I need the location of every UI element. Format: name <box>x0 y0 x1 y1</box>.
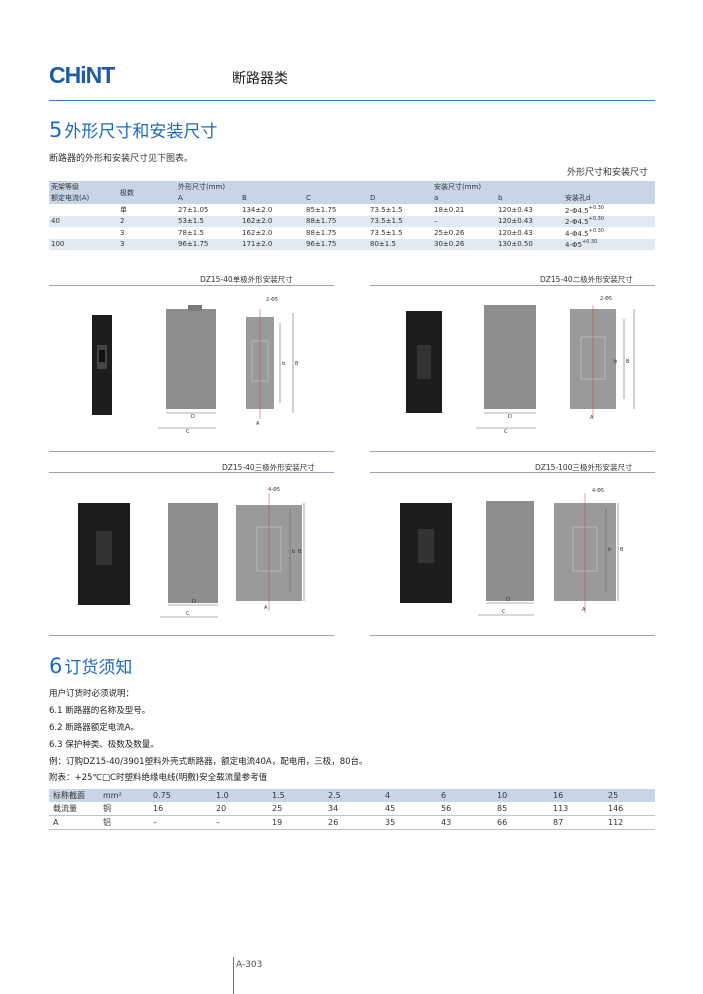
th-poles: 极数 <box>118 181 176 204</box>
table-row: A 铝 – – 19 26 35 43 66 87 112 <box>49 815 655 830</box>
svg-text:B: B <box>298 549 302 555</box>
section-6-heading: 订货须知 <box>64 658 133 678</box>
section-5-heading: 外形尺寸和安装尺寸 <box>64 122 218 142</box>
order-line: 6.3 保护种类、极数及数量。 <box>49 740 159 750</box>
th-frame-grade: 壳架等级 <box>49 181 118 193</box>
side-view-1p <box>166 309 216 409</box>
svg-text:A: A <box>590 415 594 421</box>
figure-caption-100-3p: DZ15-100三极外形安装尺寸 <box>535 463 633 472</box>
svg-text:B: B <box>626 359 630 365</box>
th-col-d: 安装孔d <box>563 192 655 204</box>
svg-text:B: B <box>295 361 299 367</box>
svg-text:b: b <box>614 359 617 365</box>
order-line: 6.2 断路器额定电流A。 <box>49 723 140 733</box>
side-view-2p <box>484 305 536 409</box>
th-col-A: A <box>176 192 240 204</box>
header-divider <box>49 100 655 101</box>
page-marker <box>233 957 234 994</box>
drawing-1p: 2-Φ5 b B D C A <box>92 297 299 435</box>
figure-rule <box>370 451 655 452</box>
svg-text:D: D <box>506 597 510 603</box>
table-row: 标称截面 mm² 0.75 1.0 1.5 2.5 4 6 10 16 25 <box>49 789 655 802</box>
figure-rule <box>370 285 655 286</box>
figure-caption-1p: DZ15-40单极外形安装尺寸 <box>200 275 293 284</box>
svg-text:C: C <box>186 429 190 435</box>
table-row: 单 27±1.05 134±2.0 85±1.75 73.5±1.5 18±0.… <box>120 204 604 215</box>
chint-logo: CHiNT <box>49 62 115 88</box>
drawing-3p: 4-Φ5 b B D C A <box>78 487 305 618</box>
hole-label-3p: 4-Φ5 <box>268 487 280 493</box>
th-col-D: D <box>368 192 432 204</box>
order-line: 6.1 断路器的名称及型号。 <box>49 706 151 716</box>
section-6-number: 6 <box>49 654 63 678</box>
figure-rule <box>49 635 334 636</box>
svg-text:b: b <box>292 549 295 555</box>
th-rated-current: 额定电流(A) <box>49 192 118 204</box>
order-example: 例：订购DZ15-40/3901塑料外壳式断路器，额定电流40A，配电用，三极，… <box>49 757 368 767</box>
order-line: 用户订货时必须说明： <box>49 689 135 699</box>
table-row: 3 78±1.5 162±2.0 88±1.75 73.5±1.5 25±0.2… <box>120 227 604 238</box>
table-row: 载流量 铜 16 20 25 34 45 56 85 113 146 <box>49 802 655 816</box>
figure-caption-2p: DZ15-40二极外形安装尺寸 <box>540 275 633 284</box>
th-col-b: b <box>496 192 563 204</box>
th-mount: 安装尺寸(mm) <box>432 181 655 193</box>
drawing-2p: 2-Φ5 b B D C A <box>406 296 635 435</box>
side-view-3p <box>168 503 218 603</box>
figure-caption-3p: DZ15-40三极外形安装尺寸 <box>222 463 315 472</box>
page-number: A-303 <box>236 960 263 970</box>
table-row: 100 3 96±1.75 171±2.0 96±1.75 80±1.5 30±… <box>49 238 655 250</box>
figure-rule <box>49 472 334 473</box>
section-5-intro: 断路器的外形和安装尺寸见下图表。 <box>49 154 194 164</box>
svg-text:A: A <box>264 605 268 611</box>
section-5-number: 5 <box>49 118 63 142</box>
svg-text:b: b <box>282 361 285 367</box>
figure-rule <box>49 285 334 286</box>
th-outline: 外形尺寸(mm) <box>176 181 432 193</box>
svg-text:B: B <box>620 547 624 553</box>
svg-text:D: D <box>192 599 196 605</box>
svg-text:D: D <box>191 414 195 420</box>
table-row: 40 2 53±1.5 162±2.0 88±1.75 73.5±1.5 – 1… <box>49 215 655 227</box>
svg-text:C: C <box>502 609 506 615</box>
th-col-C: C <box>304 192 368 204</box>
figure-rule <box>49 451 334 452</box>
side-view-100-3p <box>486 501 534 601</box>
dimension-table: 壳架等级 极数 外形尺寸(mm) 安装尺寸(mm) 额定电流(A) A B C … <box>49 181 655 250</box>
figure-rule <box>370 635 655 636</box>
header-title: 断路器类 <box>232 71 288 87</box>
drawing-100-3p: 4-Φ5 b B D C A <box>400 488 624 616</box>
svg-text:A: A <box>256 421 260 427</box>
figure-rule <box>370 472 655 473</box>
table-caption: 外形尺寸和安装尺寸 <box>567 168 649 178</box>
th-col-a: a <box>432 192 496 204</box>
svg-text:C: C <box>186 611 190 617</box>
hole-label-1p: 2-Φ5 <box>266 297 278 303</box>
th-col-B: B <box>240 192 304 204</box>
svg-text:D: D <box>508 414 512 420</box>
hole-label-100-3p: 4-Φ5 <box>592 488 604 494</box>
svg-text:b: b <box>608 547 611 553</box>
appendix-note: 附表：+25℃□C时塑料绝缘电线(明敷)安全载流量参考值 <box>49 773 268 783</box>
svg-text:A: A <box>582 607 586 613</box>
ampacity-table: 标称截面 mm² 0.75 1.0 1.5 2.5 4 6 10 16 25 载… <box>49 789 655 830</box>
hole-label-2p: 2-Φ5 <box>600 296 612 302</box>
svg-text:C: C <box>504 429 508 435</box>
